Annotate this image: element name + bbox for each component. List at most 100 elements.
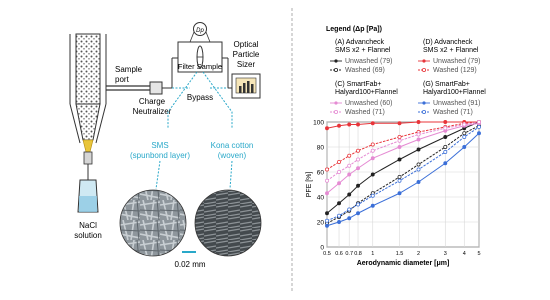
- data-point: [325, 218, 329, 223]
- data-point: [397, 157, 402, 162]
- data-point: [416, 180, 421, 184]
- charge-neutralizer: [149, 81, 163, 95]
- bypass-label: Bypass: [187, 93, 213, 102]
- data-point: [347, 207, 352, 212]
- data-point: [325, 178, 329, 183]
- x-tick-label: 2: [417, 251, 420, 257]
- legend-marker: [421, 68, 426, 73]
- data-point: [370, 172, 375, 177]
- legend-group-subtitle: SMS x2 + Flannel: [423, 47, 479, 54]
- x-tick-label: 1.5: [396, 251, 404, 257]
- sample-port-label-line2: port: [115, 75, 130, 84]
- data-point: [337, 181, 341, 186]
- legend-group-title: (D) Advancheck: [423, 39, 473, 46]
- series-line: [326, 126, 480, 222]
- data-point: [356, 166, 360, 171]
- data-point: [397, 191, 402, 196]
- pressure-gauge: [193, 22, 207, 36]
- data-point: [325, 126, 329, 131]
- x-tick-label: 0.6: [335, 251, 343, 257]
- data-point: [443, 145, 448, 149]
- series-line: [326, 125, 480, 224]
- data-point: [462, 145, 467, 149]
- series-group: [325, 120, 481, 228]
- data-point: [397, 178, 402, 183]
- data-point: [356, 202, 360, 207]
- data-point: [325, 191, 329, 196]
- charge-neutralizer-label-line2: Neutralizer: [133, 107, 172, 116]
- data-point: [356, 211, 360, 216]
- x-axis-label: Aerodynamic diameter [μm]: [357, 260, 450, 267]
- kona-label-line2: (woven): [218, 151, 247, 160]
- data-point: [347, 172, 352, 177]
- legend-marker: [334, 101, 338, 105]
- series-line: [326, 121, 480, 170]
- sms-label-line1: SMS: [151, 141, 168, 150]
- data-point: [370, 148, 375, 153]
- kona-label-line1: Kona cotton: [211, 141, 254, 150]
- legend-marker: [333, 110, 338, 115]
- data-point: [325, 167, 329, 172]
- legend-marker: [421, 110, 426, 115]
- ops-label-line1: Optical: [234, 40, 259, 49]
- data-point: [416, 137, 421, 142]
- data-point: [462, 122, 467, 127]
- data-point: [356, 122, 360, 127]
- legend-group-subtitle: Halyard100+Flannel: [335, 89, 398, 96]
- data-point: [370, 121, 375, 126]
- legend-marker: [333, 68, 338, 73]
- charge-neutralizer-label-line1: Charge: [139, 97, 166, 106]
- data-point: [325, 223, 329, 228]
- series-line: [326, 122, 480, 194]
- legend-group-subtitle: SMS x2 + Flannel: [335, 47, 391, 54]
- y-tick-label: 100: [313, 119, 324, 126]
- legend-group-d: (D) Advancheck SMS x2 + Flannel Unwashed…: [418, 39, 480, 74]
- data-point: [356, 183, 360, 188]
- data-point: [443, 126, 448, 131]
- sms-label-line2: (spunbond layer): [130, 151, 190, 160]
- data-point: [443, 120, 448, 124]
- data-point: [462, 131, 467, 136]
- x-tick-label: 4: [463, 251, 466, 257]
- ops-label-line3: Sizer: [237, 60, 256, 69]
- data-point: [370, 142, 375, 147]
- data-point: [337, 201, 341, 206]
- data-point: [477, 120, 481, 124]
- x-tick-label: 1: [371, 251, 374, 257]
- data-point: [416, 167, 421, 172]
- y-axis-label: PFE [%]: [306, 172, 313, 198]
- series: [325, 120, 481, 131]
- series-line: [326, 121, 480, 182]
- nebulizer-column: [75, 33, 101, 105]
- data-point: [416, 120, 421, 124]
- data-point: [397, 145, 402, 149]
- data-point: [443, 135, 448, 139]
- data-point: [347, 163, 352, 168]
- series: [325, 120, 481, 183]
- y-tick-label: 40: [317, 194, 325, 201]
- data-point: [397, 135, 402, 139]
- data-point: [347, 192, 352, 197]
- data-point: [462, 135, 467, 139]
- data-point: [370, 156, 375, 161]
- x-tick-label: 0.7: [345, 251, 353, 257]
- legend-entry: Washed (71): [433, 109, 473, 116]
- legend-group-a: (A) Advancheck SMS x2 + Flannel Unwashed…: [330, 39, 392, 74]
- legend-entry: Washed (69): [345, 67, 385, 74]
- y-tick-label: 0: [320, 244, 324, 251]
- legend-entry: Unwashed (91): [433, 100, 480, 107]
- legend: Legend (Δp [Pa]) (A) Advancheck SMS x2 +…: [326, 26, 486, 116]
- legend-group-g: (G) SmartFab+ Halyard100+Flannel Unwashe…: [418, 81, 486, 116]
- data-point: [347, 153, 352, 158]
- legend-entry: Washed (129): [433, 67, 477, 74]
- data-point: [347, 122, 352, 127]
- nacl-label-line1: NaCl: [79, 221, 97, 230]
- data-point: [397, 175, 402, 179]
- data-point: [325, 211, 329, 216]
- x-tick-label: 0.8: [354, 251, 362, 257]
- data-point: [416, 147, 421, 152]
- x-tick-label: 5: [477, 251, 480, 257]
